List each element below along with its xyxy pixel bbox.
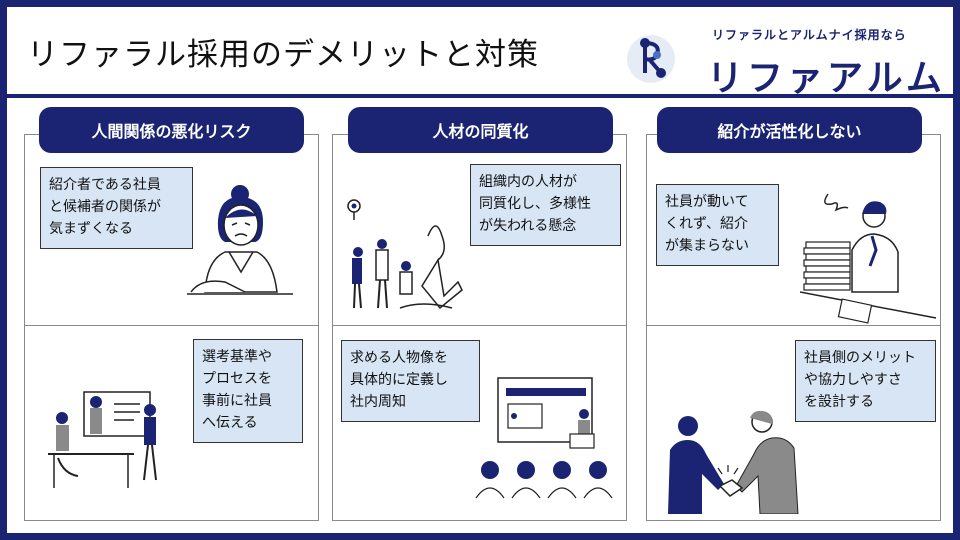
column-divider	[25, 325, 318, 326]
note-line: 社内周知	[350, 394, 406, 410]
note-line: 社員が動いて	[665, 194, 749, 210]
note-line: くれず、紹介	[665, 216, 749, 232]
handshake-illustration	[668, 410, 799, 514]
note-line: 気まずくなる	[49, 221, 133, 237]
column-heading-1: 人間関係の悪化リスク	[39, 107, 304, 153]
note-line: 選考基準や	[202, 349, 272, 365]
note-line: 社員側のメリット	[804, 350, 916, 366]
note-line: 紹介者である社員	[49, 177, 161, 193]
column-heading-2: 人材の同質化	[348, 107, 613, 153]
note-line: 具体的に定義し	[350, 372, 448, 388]
solution-note-3: 社員側のメリット や協力しやすさ を設計する	[795, 340, 936, 422]
diverse-people-illustration	[347, 199, 463, 310]
note-line: 同質化し、多様性	[479, 196, 591, 212]
page-title: リファラル採用のデメリットと対策	[27, 37, 539, 73]
worried-woman-illustration	[187, 185, 293, 295]
note-line: や協力しやすさ	[804, 372, 902, 388]
note-line: 事前に社員	[202, 393, 272, 409]
note-line: が失われる懸念	[479, 218, 577, 234]
note-line: 組織内の人材が	[479, 174, 577, 190]
note-line: 求める人物像を	[350, 350, 448, 366]
demerit-note-3: 社員が動いて くれず、紹介 が集まらない	[656, 184, 779, 266]
paperwork-man-illustration	[800, 193, 937, 324]
logo-tagline: リファラルとアルムナイ採用なら	[712, 28, 907, 42]
demerit-note-1: 紹介者である社員 と候補者の関係が 気まずくなる	[40, 167, 193, 249]
logo-name: リファアルム	[707, 58, 946, 99]
solution-note-2: 求める人物像を 具体的に定義し 社内周知	[341, 340, 480, 422]
column-heading-3: 紹介が活性化しない	[657, 107, 922, 153]
note-line: が集まらない	[665, 238, 749, 254]
note-line: を設計する	[804, 394, 874, 410]
meeting-illustration	[48, 391, 157, 488]
demerit-note-2: 組織内の人材が 同質化し、多様性 が失われる懸念	[470, 164, 621, 246]
column-divider	[333, 325, 626, 326]
note-line: プロセスを	[202, 371, 272, 387]
note-line: と候補者の関係が	[49, 199, 161, 215]
solution-note-1: 選考基準や プロセスを 事前に社員 へ伝える	[193, 339, 303, 443]
column-divider	[647, 325, 940, 326]
presentation-illustration	[475, 377, 613, 499]
logo-mark-icon	[627, 35, 675, 83]
header-bar: リファラル採用のデメリットと対策 リファラルとアルムナイ採用なら リファアルム	[7, 7, 953, 99]
note-line: へ伝える	[202, 415, 258, 431]
